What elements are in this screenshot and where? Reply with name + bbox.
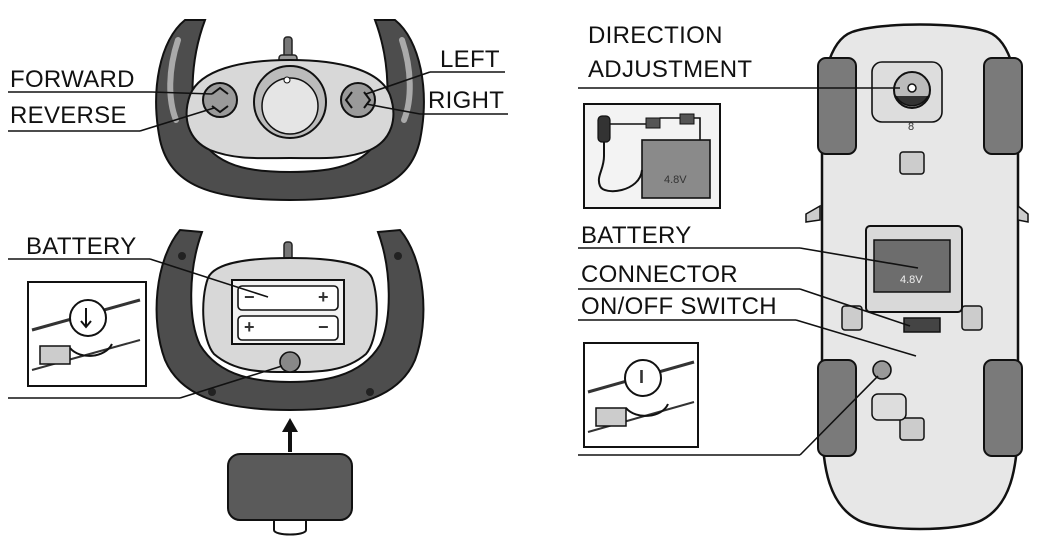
aa-battery-1 — [237, 285, 339, 311]
curved-arrow-icon — [69, 343, 113, 357]
leader-right — [365, 103, 421, 115]
leader-on-off-switch — [795, 319, 917, 357]
battery2-plus-sign: + — [244, 317, 255, 337]
insert-arrow-head — [282, 418, 298, 432]
charger-connector-icon — [645, 117, 661, 129]
switch-detail-inset-right — [583, 342, 699, 448]
screw-icon — [394, 252, 402, 260]
battery-pack-tab — [273, 520, 307, 536]
left-right-arrows-icon — [344, 91, 372, 109]
tire-front-left — [817, 57, 857, 155]
inset-edge — [587, 401, 695, 433]
aa-battery-2 — [237, 315, 339, 341]
screw-mount — [899, 151, 925, 175]
wheel-rim-back — [155, 228, 425, 412]
label-battery-controller: BATTERY — [26, 233, 137, 260]
label-reverse: REVERSE — [10, 102, 127, 129]
mirror-right — [1017, 204, 1029, 223]
leader-switch-detail — [799, 375, 879, 456]
battery1-plus-sign: + — [318, 287, 329, 307]
rear-bump — [871, 393, 907, 421]
inset-switch-body — [595, 407, 627, 427]
screw-icon — [366, 388, 374, 396]
left-right-button — [340, 82, 376, 118]
dial-arc — [895, 95, 929, 107]
battery2-minus-sign: − — [318, 317, 329, 337]
inset-switch-body — [39, 345, 71, 365]
leader-reverse — [139, 107, 215, 132]
label-connector: CONNECTOR — [581, 261, 738, 288]
leader-forward — [151, 91, 213, 95]
grip-right — [399, 37, 413, 123]
center-knob-inner — [261, 77, 319, 135]
label-direction-adjustment-line2: ADJUSTMENT — [588, 56, 753, 83]
battery-connector — [903, 317, 941, 333]
tire-rear-left — [817, 359, 857, 457]
controller-battery-pack — [227, 418, 353, 536]
leader-connector — [799, 288, 911, 327]
leader-battery-car — [799, 247, 919, 269]
switch-glyph-right: I — [639, 367, 645, 387]
leader-left — [365, 71, 431, 95]
controller-wheel-top — [8, 19, 508, 202]
car-on-off-switch — [872, 360, 892, 380]
grip-left — [167, 37, 181, 123]
magnifier-icon — [624, 359, 662, 397]
adjust-mark-label: 8 — [908, 121, 915, 133]
tire-front-right — [983, 57, 1023, 155]
leader-battery-controller — [149, 258, 269, 298]
charger-plug-icon — [597, 115, 611, 143]
magnifier-icon — [69, 299, 107, 337]
controller-battery-view — [8, 228, 425, 412]
charger-cable — [597, 118, 643, 193]
screw-mount — [961, 305, 983, 331]
tire-rear-right — [983, 359, 1023, 457]
charger-connector-icon — [679, 113, 695, 125]
screw-icon — [208, 388, 216, 396]
charger-box — [641, 139, 711, 199]
car-battery-voltage-label: 4.8V — [900, 274, 923, 286]
label-direction-adjustment-line1: DIRECTION — [588, 22, 723, 49]
mirror-left — [805, 204, 821, 223]
label-left: LEFT — [440, 46, 500, 73]
down-arrow-icon — [80, 308, 92, 329]
forward-reverse-arrows-icon — [211, 86, 229, 114]
screw-icon — [178, 252, 186, 260]
leader-switch-controller — [179, 365, 283, 399]
label-on-off-switch: ON/OFF SWITCH — [581, 293, 777, 320]
label-right: RIGHT — [428, 87, 505, 114]
battery-pack-body — [227, 453, 353, 521]
curved-arrow-icon — [625, 403, 669, 417]
car-underside — [578, 23, 1029, 531]
battery1-minus-sign: − — [244, 287, 255, 307]
car-battery-pack — [873, 239, 951, 293]
dial-center — [907, 83, 917, 93]
power-led-icon — [283, 76, 291, 84]
charger-voltage-label: 4.8V — [664, 174, 687, 186]
charger-inset — [583, 103, 721, 209]
label-battery-car: BATTERY — [581, 222, 692, 249]
label-forward: FORWARD — [10, 66, 135, 93]
wheel-rim — [155, 19, 425, 202]
screw-mount — [899, 417, 925, 441]
controller-switch — [279, 351, 301, 373]
switch-detail-inset-left — [27, 281, 147, 387]
